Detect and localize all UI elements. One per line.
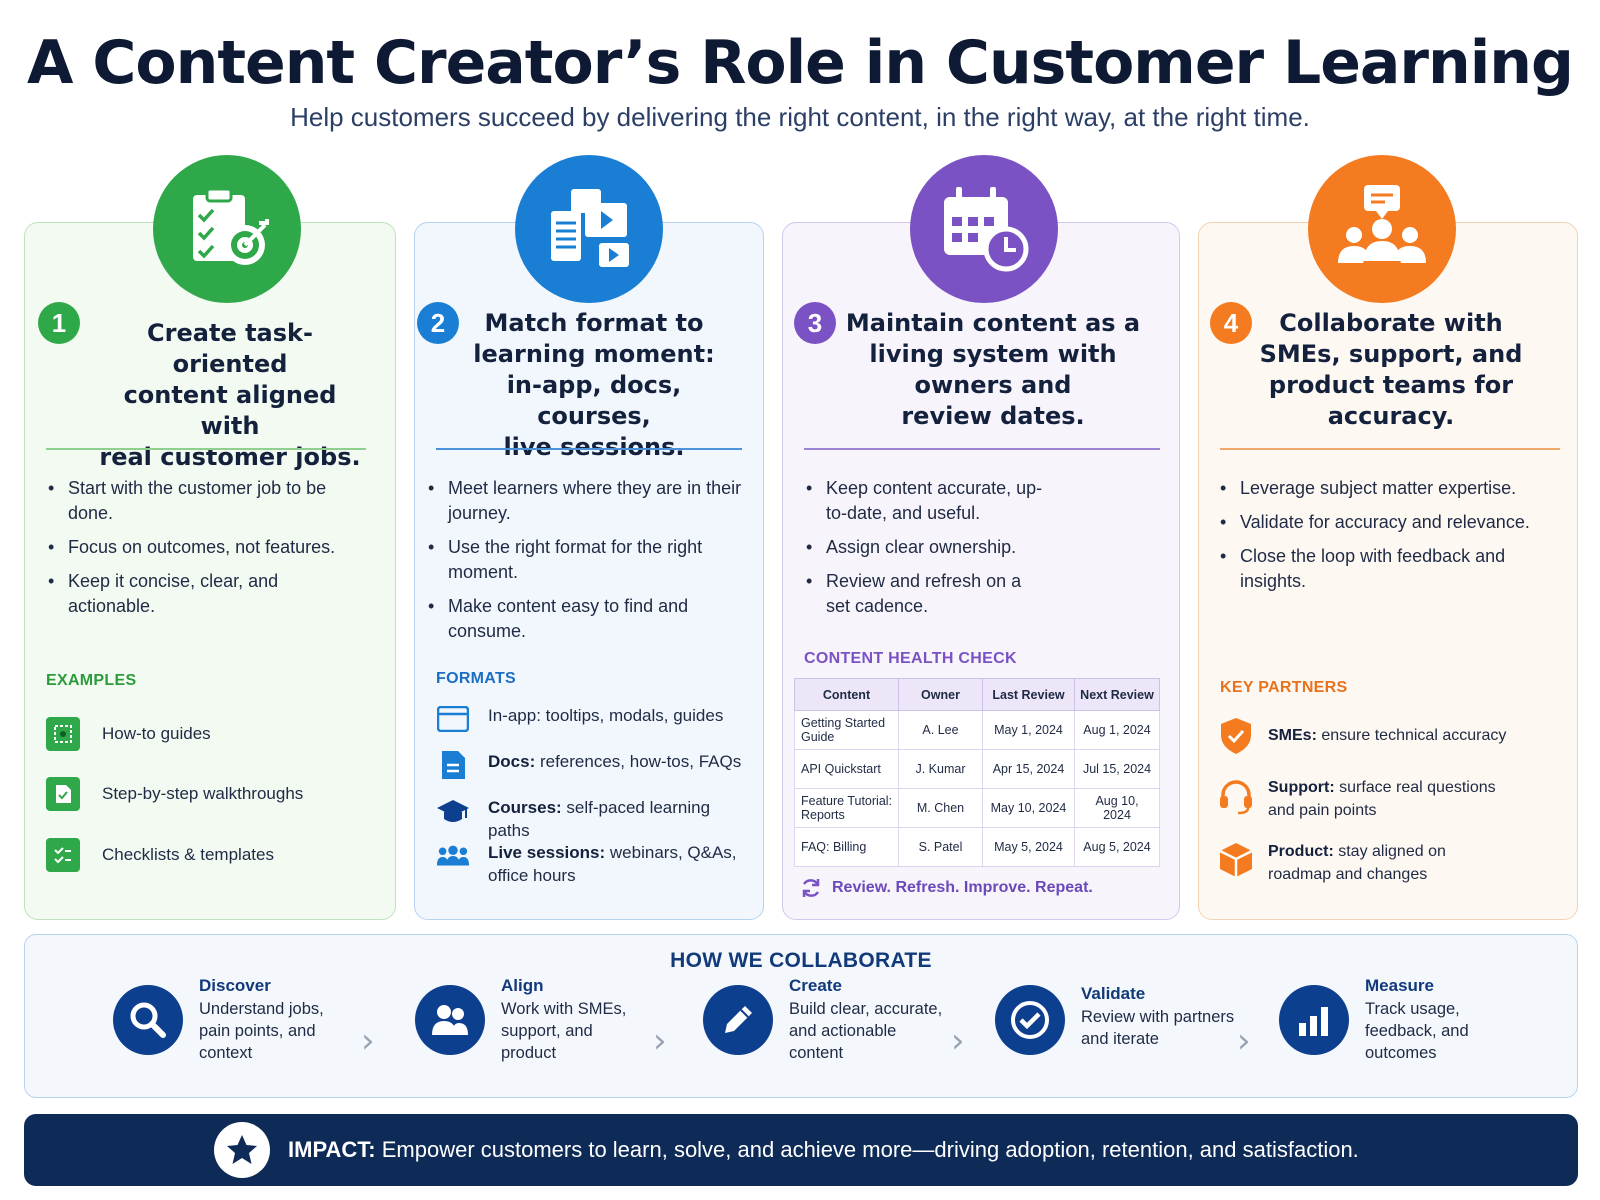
- list-item: Review and refresh on a set cadence.: [804, 569, 1044, 619]
- divider: [436, 448, 742, 450]
- card-4-bullets: Leverage subject matter expertise. Valid…: [1218, 476, 1538, 603]
- app-window-icon: [436, 704, 470, 734]
- table-header: Owner: [898, 678, 983, 711]
- format-item: Live sessions: webinars, Q&As, office ho…: [436, 841, 756, 887]
- chevron-right-icon: ›: [951, 1021, 965, 1061]
- divider: [804, 448, 1160, 450]
- examples-label: EXAMPLES: [46, 672, 137, 689]
- list-item: Meet learners where they are in their jo…: [426, 476, 742, 526]
- example-item: Step-by-step walkthroughs: [46, 777, 303, 811]
- multi-format-icon: [515, 155, 663, 303]
- shield-icon: [1216, 716, 1256, 756]
- people-icon: [415, 985, 485, 1055]
- divider: [46, 448, 366, 450]
- table-header: Content: [794, 678, 899, 711]
- box-icon: [1216, 840, 1256, 880]
- impact-text: IMPACT: Empower customers to learn, solv…: [288, 1137, 1359, 1162]
- partner-item: Product: stay aligned on roadmap and cha…: [1216, 840, 1546, 886]
- card-1-bullets: Start with the customer job to be done. …: [46, 476, 346, 628]
- card-2-bullets: Meet learners where they are in their jo…: [426, 476, 742, 653]
- graduation-cap-icon: [436, 796, 470, 826]
- partner-item: SMEs: ensure technical accuracy: [1216, 716, 1546, 756]
- health-check-label: CONTENT HEALTH CHECK: [804, 650, 1017, 667]
- list-item: Keep it concise, clear, and actionable.: [46, 569, 346, 619]
- bar-chart-icon: [1279, 985, 1349, 1055]
- chevron-right-icon: ›: [361, 1021, 375, 1061]
- step-number-4: 4: [1210, 302, 1252, 344]
- list-item: Focus on outcomes, not features.: [46, 535, 346, 560]
- example-item: Checklists & templates: [46, 838, 274, 872]
- list-item: Leverage subject matter expertise.: [1218, 476, 1538, 501]
- step-number-2: 2: [417, 302, 459, 344]
- chevron-right-icon: ›: [1237, 1021, 1251, 1061]
- collaboration-title: HOW WE COLLABORATE: [670, 949, 932, 972]
- formats-label: FORMATS: [436, 670, 517, 687]
- impact-banner: IMPACT: Empower customers to learn, solv…: [24, 1114, 1578, 1186]
- table-header: Next Review: [1074, 678, 1160, 711]
- pencil-icon: [703, 985, 773, 1055]
- list-item: Use the right format for the right momen…: [426, 535, 742, 585]
- list-item: Keep content accurate, up-to-date, and u…: [804, 476, 1044, 526]
- check-icon: [995, 985, 1065, 1055]
- step-number-3: 3: [794, 302, 836, 344]
- page-title: A Content Creator’s Role in Customer Lea…: [27, 28, 1574, 98]
- format-item: Docs: references, how-tos, FAQs: [436, 750, 756, 780]
- divider: [1220, 448, 1560, 450]
- guide-icon: [46, 717, 80, 751]
- refresh-icon: [802, 879, 820, 897]
- checklist-target-icon: [153, 155, 301, 303]
- list-item: Make content easy to find and consume.: [426, 594, 742, 644]
- search-icon: [113, 985, 183, 1055]
- calendar-clock-icon: [910, 155, 1058, 303]
- format-item: In-app: tooltips, modals, guides: [436, 704, 756, 734]
- people-icon: [436, 841, 470, 871]
- partners-label: KEY PARTNERS: [1220, 679, 1348, 696]
- list-item: Validate for accuracy and relevance.: [1218, 510, 1538, 535]
- step-number-1: 1: [38, 302, 80, 344]
- document-icon: [436, 750, 470, 780]
- walkthrough-icon: [46, 777, 80, 811]
- checklist-icon: [46, 838, 80, 872]
- partner-item: Support: surface real questions and pain…: [1216, 776, 1546, 822]
- health-check-table: Content Owner Last Review Next Review Ge…: [794, 678, 1160, 867]
- table-header: Last Review: [982, 678, 1075, 711]
- headset-icon: [1216, 776, 1256, 816]
- example-item: How-to guides: [46, 717, 211, 751]
- list-item: Close the loop with feedback and insight…: [1218, 544, 1538, 594]
- chevron-right-icon: ›: [653, 1021, 667, 1061]
- review-cycle-note: Review. Refresh. Improve. Repeat.: [800, 877, 1093, 899]
- format-item: Courses: self-paced learning paths: [436, 796, 756, 842]
- team-chat-icon: [1308, 155, 1456, 303]
- list-item: Assign clear ownership.: [804, 535, 1044, 560]
- star-icon: [214, 1122, 270, 1178]
- page-subtitle: Help customers succeed by delivering the…: [290, 102, 1310, 132]
- list-item: Start with the customer job to be done.: [46, 476, 346, 526]
- card-3-bullets: Keep content accurate, up-to-date, and u…: [804, 476, 1044, 628]
